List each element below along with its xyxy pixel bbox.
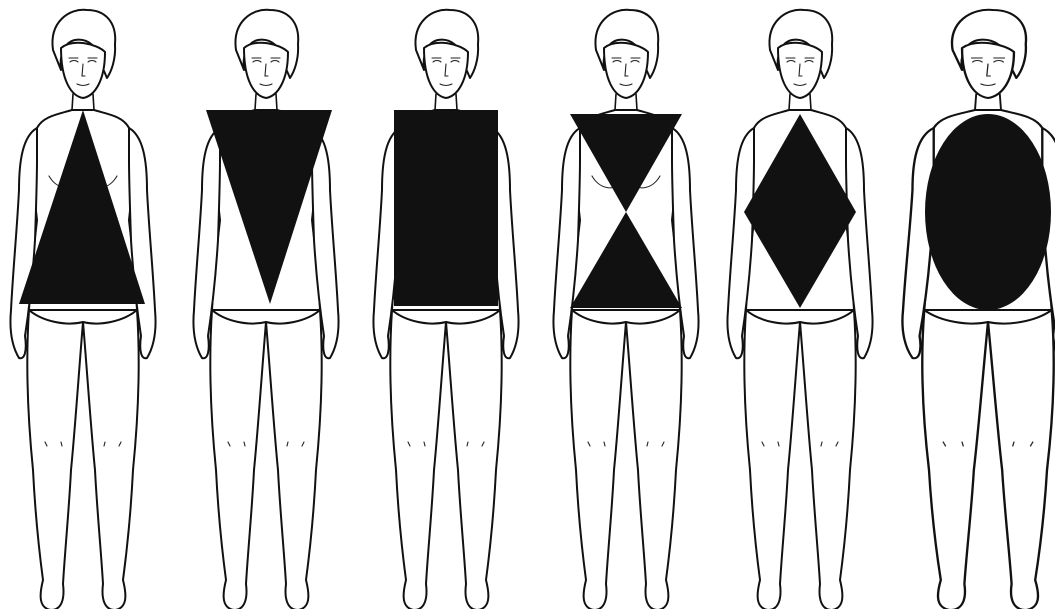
figure-5	[727, 10, 872, 609]
rectangle-shape	[394, 110, 498, 306]
figure-1	[10, 10, 155, 609]
figure-6	[902, 10, 1055, 609]
oval-shape	[925, 114, 1051, 310]
figure-4	[553, 10, 698, 609]
figure-2	[193, 10, 338, 609]
figure-3	[373, 10, 518, 609]
